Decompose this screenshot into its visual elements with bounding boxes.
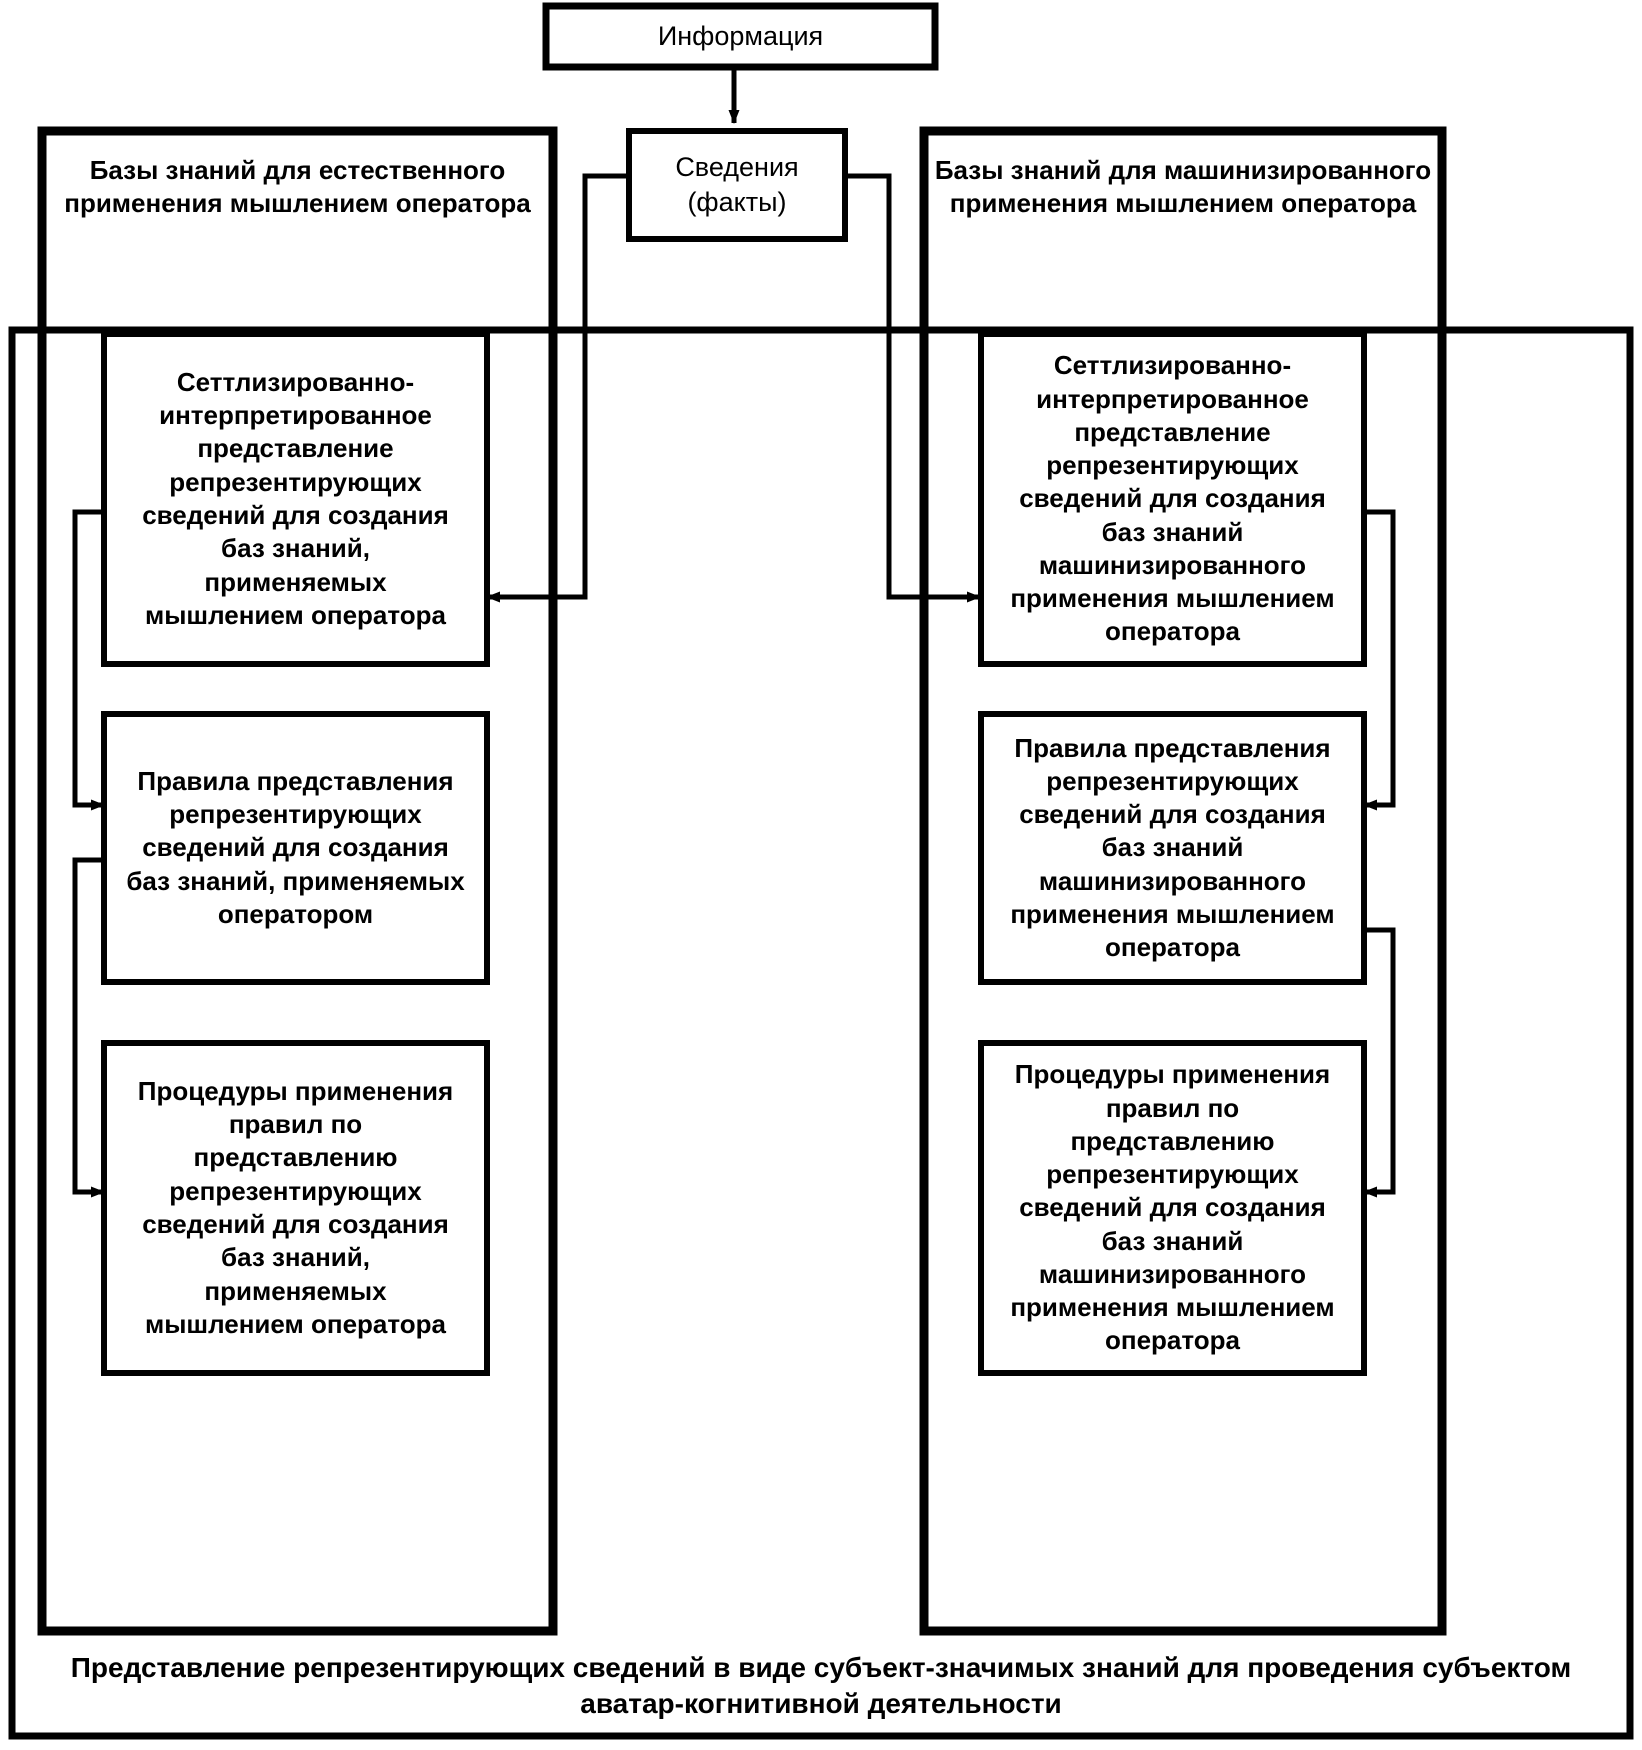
right-box-2-label: Правила представления репрезентирующих с… <box>1010 732 1335 963</box>
right-panel-header: Базы знаний для машинизированного примен… <box>934 155 1432 219</box>
right-box-1-rect[interactable] <box>978 331 1367 667</box>
left-box-3-rect[interactable] <box>101 1040 490 1376</box>
left-box2-to-box3-connector <box>72 857 105 1198</box>
left-box-1-rect[interactable] <box>101 331 490 667</box>
right-box-3-rect[interactable] <box>978 1040 1367 1376</box>
information-node-rect[interactable] <box>542 2 939 71</box>
outer-caption-frame <box>8 326 1634 1740</box>
right-box-2-rect[interactable] <box>978 711 1367 985</box>
facts-node-rect[interactable] <box>626 128 848 242</box>
right-box2-to-box3-connector <box>1363 927 1396 1198</box>
left-box-1-label: Сеттлизированно- интерпретированное пред… <box>142 366 449 630</box>
left-box-3-label: Процедуры применения правил по представл… <box>137 1075 454 1339</box>
facts-to-left-box1-connector <box>486 173 629 603</box>
left-box-2-label: Правила представления репрезентирующих с… <box>126 765 465 929</box>
left-box-2-rect[interactable] <box>101 711 490 985</box>
right-box-3-label: Процедуры применения правил по представл… <box>1010 1059 1335 1356</box>
left-box1-to-box2-connector <box>72 509 105 811</box>
facts-to-right-box1-connector <box>845 173 981 603</box>
diagram-caption: Представление репрезентирующих сведений … <box>70 1652 1572 1719</box>
right-panel-frame <box>919 126 1447 1636</box>
right-box1-to-box2-connector <box>1363 509 1396 811</box>
facts-node-label: Сведения (факты) <box>675 152 799 217</box>
right-box-1-label: Сеттлизированно- интерпретированное пред… <box>1010 350 1335 647</box>
information-node-label: Информация <box>657 21 824 52</box>
left-panel-header: Базы знаний для естественного применения… <box>64 155 531 219</box>
left-panel-frame <box>37 126 558 1636</box>
